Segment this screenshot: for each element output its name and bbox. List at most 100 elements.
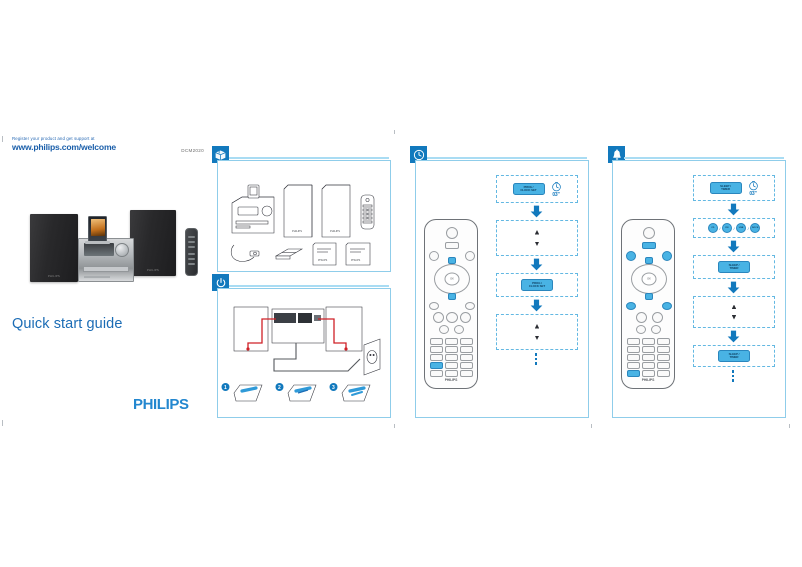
timer-step-2-sources: CD / FM / USB / DOCK bbox=[693, 218, 775, 238]
remote-plus-key bbox=[454, 325, 464, 334]
up-arrow-key-1[interactable] bbox=[534, 230, 540, 235]
remote-ok-key: OK bbox=[444, 272, 460, 286]
remote-rds-key bbox=[460, 370, 473, 377]
clock-step-2 bbox=[496, 220, 578, 256]
wire-right-speaker bbox=[318, 318, 347, 349]
clock-timer-value: 03" bbox=[552, 191, 560, 198]
up-arrow-key-3[interactable] bbox=[731, 304, 737, 309]
remote-num-4 bbox=[430, 346, 443, 353]
remote-prog-clock-set-key bbox=[430, 362, 443, 369]
photo-unit-knob bbox=[115, 243, 129, 257]
clock-step-3: PROG / CLOCK SET bbox=[496, 273, 578, 297]
arrow-down-icon-5 bbox=[693, 240, 773, 253]
remote-rds-key-2 bbox=[657, 370, 670, 377]
remote-plus-key-2 bbox=[651, 325, 661, 334]
product-photo: PHILIPS PHILIPS bbox=[26, 194, 198, 292]
down-arrow-key-2[interactable] bbox=[534, 335, 540, 340]
clock-steps-ellipsis bbox=[496, 353, 576, 365]
timer-step-5: SLEEP / TIMER bbox=[693, 345, 775, 367]
panel-3-rule bbox=[427, 157, 587, 159]
crop-mark-t1 bbox=[394, 130, 395, 134]
panel-set-clock: OK PHILIPS bbox=[415, 160, 589, 418]
remote-num-4b bbox=[627, 346, 640, 353]
illus-speaker-right: PHILIPS bbox=[321, 184, 351, 238]
remote-ok-key-2: OK bbox=[641, 272, 657, 286]
source-fm-button[interactable]: FM bbox=[721, 223, 732, 233]
illus-remote-clock: OK PHILIPS bbox=[424, 219, 478, 389]
panel-sleep-timer: OK PHILIPS SLE bbox=[612, 160, 786, 418]
sleep-timer-key-3[interactable]: SLEEP / TIMER bbox=[718, 350, 750, 362]
illus-speaker-right-back bbox=[325, 306, 363, 352]
remote-up-key bbox=[448, 257, 456, 264]
svg-text:PHILIPS: PHILIPS bbox=[292, 229, 302, 233]
remote-num-3b bbox=[657, 338, 670, 345]
down-arrow-key-3[interactable] bbox=[731, 315, 737, 320]
down-arrow-key-1[interactable] bbox=[534, 241, 540, 246]
prog-clock-set-key-2[interactable]: PROG / CLOCK SET bbox=[521, 279, 553, 291]
remote-aux-key-b bbox=[465, 302, 475, 310]
remote-stop-key bbox=[460, 312, 471, 323]
register-product-line: Register your product and get support at bbox=[12, 136, 95, 141]
arrow-down-icon-6 bbox=[693, 281, 773, 294]
panel-1-rule bbox=[229, 157, 389, 159]
remote-num-7 bbox=[430, 354, 443, 361]
remote-left-aux-key bbox=[429, 251, 439, 261]
illus-user-manual: PHILIPS bbox=[312, 242, 337, 266]
photo-main-unit bbox=[78, 238, 134, 282]
photo-dock-base bbox=[85, 241, 110, 244]
remote-num-8 bbox=[445, 354, 458, 361]
remote-minus-key-2 bbox=[636, 325, 646, 334]
remote-num-9 bbox=[460, 354, 473, 361]
svg-text:3: 3 bbox=[332, 385, 335, 391]
stopwatch-icon bbox=[551, 181, 561, 191]
remote-power-key bbox=[446, 227, 458, 239]
photo-unit-buttons bbox=[84, 275, 110, 278]
panel-2-rule bbox=[229, 285, 389, 287]
remote-right-aux-key bbox=[465, 251, 475, 261]
illus-wall-socket bbox=[363, 338, 381, 376]
remote-num-2b bbox=[642, 338, 655, 345]
source-cd-button[interactable]: CD bbox=[707, 223, 718, 233]
illus-remote-control bbox=[360, 194, 375, 230]
source-usb-button[interactable]: USB bbox=[736, 223, 747, 233]
prog-clock-set-key-1[interactable]: PROG / CLOCK SET bbox=[512, 183, 545, 195]
timer-step-4 bbox=[693, 296, 775, 328]
photo-ipod-dock bbox=[85, 216, 110, 244]
up-arrow-key-2[interactable] bbox=[534, 324, 540, 329]
photo-unit-display bbox=[84, 243, 114, 256]
remote-num-5 bbox=[445, 346, 458, 353]
clock-step-1: PROG / CLOCK SET 03" bbox=[496, 175, 578, 203]
remote-num-6 bbox=[460, 346, 473, 353]
illus-speaker-left-back bbox=[233, 306, 269, 352]
separator-3: / bbox=[747, 225, 749, 231]
crop-mark-tl bbox=[2, 136, 3, 142]
power-icon bbox=[212, 274, 229, 291]
remote-source-key-c bbox=[626, 302, 636, 310]
arrow-down-icon-7 bbox=[693, 330, 773, 343]
crop-mark-b3 bbox=[789, 424, 790, 428]
sleep-timer-key-2[interactable]: SLEEP / TIMER bbox=[718, 261, 750, 273]
timer-hold-indicator: 03" bbox=[748, 180, 759, 197]
remote-play-key-2 bbox=[636, 312, 647, 323]
crop-mark-b2 bbox=[591, 424, 592, 428]
remote-display-key-2 bbox=[657, 362, 670, 369]
remote-mute-key bbox=[445, 242, 459, 249]
svg-text:PHILIPS: PHILIPS bbox=[318, 259, 328, 262]
remote-dpad: OK bbox=[434, 264, 470, 294]
remote-dpad-2: OK bbox=[631, 264, 667, 294]
illus-speaker-left: PHILIPS bbox=[283, 184, 313, 238]
clock-hold-timer: 03" bbox=[551, 181, 562, 198]
philips-welcome-url[interactable]: www.philips.com/welcome bbox=[12, 142, 116, 152]
remote-mode-key-2 bbox=[642, 370, 655, 377]
sleep-timer-key-1[interactable]: SLEEP / TIMER bbox=[709, 182, 742, 194]
timer-timer-value: 03" bbox=[749, 190, 757, 197]
timer-steps-ellipsis bbox=[693, 370, 773, 382]
page-title: Quick start guide bbox=[12, 316, 123, 332]
clock-step-column: PROG / CLOCK SET 03" bbox=[496, 175, 578, 365]
source-dock-button[interactable]: DOCK bbox=[750, 223, 761, 233]
remote-num-1 bbox=[430, 338, 443, 345]
remote-num-3 bbox=[460, 338, 473, 345]
remote-num-1b bbox=[627, 338, 640, 345]
remote-num-6b bbox=[657, 346, 670, 353]
package-box-icon bbox=[212, 146, 229, 163]
